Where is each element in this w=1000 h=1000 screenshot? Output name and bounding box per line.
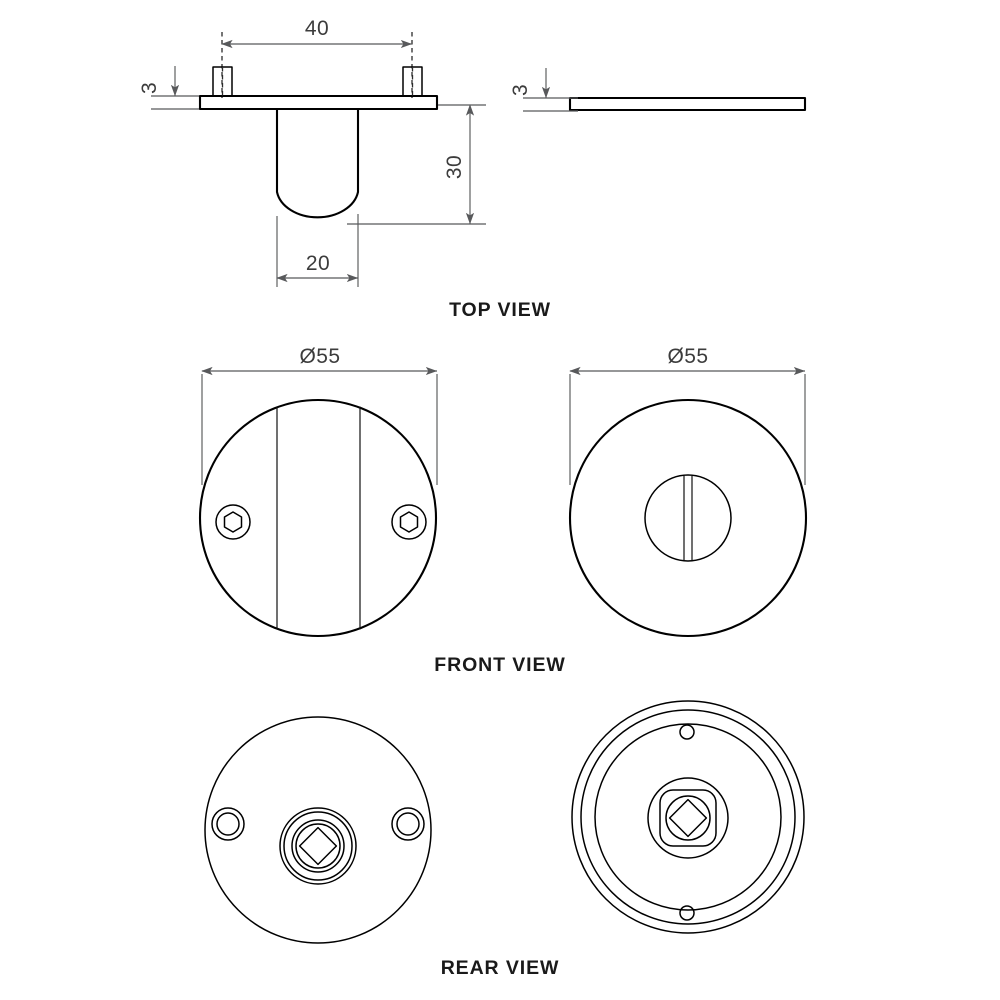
front-left-screw-left bbox=[215, 504, 251, 540]
rear-left-hole-right-inner bbox=[396, 812, 420, 836]
rear-left-hole-left-inner bbox=[216, 812, 240, 836]
front-right-turn-circle bbox=[644, 474, 732, 562]
rear-left-hole-right-outer bbox=[391, 807, 425, 841]
rear-right-square-spindle-hole bbox=[668, 798, 708, 838]
front-left-outer-circle bbox=[198, 398, 438, 638]
dim-label-d55l: Ø55 bbox=[300, 345, 341, 368]
rear-right-hole-top bbox=[679, 724, 695, 740]
rear-right-boss-rounded-square bbox=[659, 789, 717, 847]
rear-left-fixing-hole-left bbox=[211, 807, 245, 841]
top-view-boss bbox=[275, 107, 360, 219]
rear-left-boss-inner bbox=[291, 819, 345, 873]
rear-right-boss-outer bbox=[647, 777, 729, 859]
screw-head-circle-right bbox=[391, 504, 427, 540]
rear-right-third-circle bbox=[594, 723, 782, 911]
top-view-right-plate-group: 3 bbox=[509, 68, 807, 112]
rear-left-hole-left-outer bbox=[211, 807, 245, 841]
dim-label-d55r: Ø55 bbox=[668, 345, 709, 368]
dimension-20: 20 bbox=[276, 214, 359, 287]
view-label-front: FRONT VIEW bbox=[434, 654, 565, 676]
hex-socket-right bbox=[399, 511, 419, 533]
rear-left-boss-outer-2 bbox=[283, 811, 353, 881]
dimension-3-left: 3 bbox=[138, 66, 205, 110]
hex-socket-left bbox=[223, 511, 243, 533]
rear-view-group: REAR VIEW bbox=[204, 700, 805, 979]
top-view-right-plate bbox=[568, 96, 807, 112]
view-label-top: TOP VIEW bbox=[449, 299, 551, 321]
top-view-group: 40 3 30 bbox=[138, 17, 807, 321]
dimension-diameter-left: Ø55 bbox=[201, 345, 438, 485]
dim-label-20: 20 bbox=[306, 252, 330, 275]
dim-label-3: 3 bbox=[138, 82, 161, 94]
rear-left-square-spindle-hole bbox=[298, 826, 338, 866]
rear-right-outer-circle bbox=[571, 700, 805, 934]
rear-right-boss-inner bbox=[665, 795, 711, 841]
rear-right-second-circle bbox=[580, 709, 796, 925]
screw-post-right bbox=[402, 66, 423, 97]
front-view-group: Ø55 Ø55 FRONT VIEW bbox=[198, 345, 808, 676]
rear-left-boss-inner-2 bbox=[295, 823, 341, 869]
rear-right-hole-bottom bbox=[679, 905, 695, 921]
dimension-diameter-right: Ø55 bbox=[569, 345, 806, 485]
dim-label-30: 30 bbox=[443, 155, 466, 179]
dim-label-3r: 3 bbox=[509, 84, 532, 96]
dim-label-40: 40 bbox=[305, 17, 329, 40]
front-right-outer-circle bbox=[568, 398, 808, 638]
rear-left-boss-outer bbox=[279, 807, 357, 885]
screw-head-circle-left bbox=[215, 504, 251, 540]
rear-left-outer-circle bbox=[204, 716, 432, 944]
view-label-rear: REAR VIEW bbox=[441, 957, 560, 979]
rear-left-fixing-hole-right bbox=[391, 807, 425, 841]
dimension-30: 30 bbox=[347, 104, 486, 225]
dimension-40: 40 bbox=[221, 17, 413, 98]
top-view-plate bbox=[198, 94, 439, 111]
front-left-screw-right bbox=[391, 504, 427, 540]
screw-post-left bbox=[212, 66, 233, 97]
